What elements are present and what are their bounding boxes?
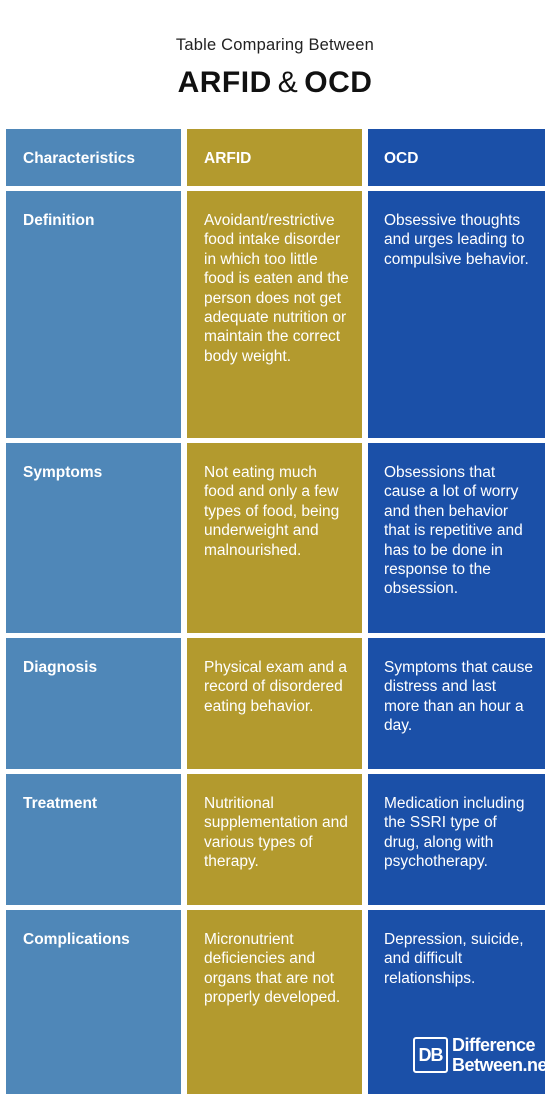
header-label-characteristics: Characteristics [23, 150, 136, 167]
arfid-symptoms: Not eating much food and only a few type… [204, 464, 340, 559]
header-label-ocd: OCD [384, 150, 419, 167]
ocd-cell: Obsessions that cause a lot of worry and… [368, 443, 545, 633]
title-ampersand: & [277, 66, 299, 99]
ocd-cell: Obsessive thoughts and urges leading to … [368, 191, 545, 438]
table-row-diagnosis: Diagnosis Physical exam and a record of … [6, 638, 545, 769]
row-label-definition: Definition [23, 212, 95, 229]
row-label-cell: Complications [6, 910, 181, 1094]
row-label-cell: Diagnosis [6, 638, 181, 769]
ocd-treatment: Medication including the SSRI type of dr… [384, 795, 525, 871]
arfid-cell: Avoidant/restrictive food intake disorde… [187, 191, 362, 438]
page-header: Table Comparing Between ARFID&OCD [0, 0, 550, 130]
arfid-definition: Avoidant/restrictive food intake disorde… [204, 212, 349, 365]
row-label-cell: Treatment [6, 774, 181, 905]
ocd-symptoms: Obsessions that cause a lot of worry and… [384, 464, 523, 598]
title-arfid: ARFID [177, 66, 272, 99]
row-label-cell: Definition [6, 191, 181, 438]
row-label-diagnosis: Diagnosis [23, 659, 98, 676]
difference-between-logo: DB Difference Between.net [413, 1034, 550, 1078]
header-cell-ocd: OCD [368, 129, 545, 186]
table-row-symptoms: Symptoms Not eating much food and only a… [6, 443, 545, 633]
title-ocd: OCD [304, 66, 373, 99]
ocd-cell: Medication including the SSRI type of dr… [368, 774, 545, 905]
row-label-cell: Symptoms [6, 443, 181, 633]
row-label-complications: Complications [23, 931, 130, 948]
page-subtitle: Table Comparing Between [175, 36, 375, 54]
ocd-cell: Depression, suicide, and difficult relat… [368, 910, 545, 1094]
ocd-complications: Depression, suicide, and difficult relat… [384, 931, 524, 987]
ocd-diagnosis: Symptoms that cause distress and last mo… [384, 659, 534, 735]
arfid-cell: Nutritional supplementation and various … [187, 774, 362, 905]
ocd-definition: Obsessive thoughts and urges leading to … [384, 212, 529, 268]
arfid-diagnosis: Physical exam and a record of disordered… [204, 659, 348, 715]
db-logo-mark: DB [413, 1037, 448, 1073]
arfid-cell: Not eating much food and only a few type… [187, 443, 362, 633]
header-cell-arfid: ARFID [187, 129, 362, 186]
logo-text-line2: Between.net [452, 1055, 550, 1075]
table-row-definition: Definition Avoidant/restrictive food int… [6, 191, 545, 438]
ocd-cell: Symptoms that cause distress and last mo… [368, 638, 545, 769]
arfid-cell: Physical exam and a record of disordered… [187, 638, 362, 769]
arfid-complications: Micronutrient deficiencies and organs th… [204, 931, 341, 1007]
row-label-treatment: Treatment [23, 795, 98, 812]
page-title: ARFID&OCD [0, 66, 550, 100]
row-label-symptoms: Symptoms [23, 464, 103, 481]
comparison-table: Characteristics ARFID OCD Definition Avo… [6, 129, 545, 1094]
table-row-treatment: Treatment Nutritional supplementation an… [6, 774, 545, 905]
logo-text-line1: Difference [452, 1035, 536, 1055]
table-header-row: Characteristics ARFID OCD [6, 129, 545, 186]
arfid-treatment: Nutritional supplementation and various … [204, 795, 348, 871]
header-label-arfid: ARFID [204, 150, 252, 167]
table-row-complications: Complications Micronutrient deficiencies… [6, 910, 545, 1094]
header-cell-characteristics: Characteristics [6, 129, 181, 186]
arfid-cell: Micronutrient deficiencies and organs th… [187, 910, 362, 1094]
